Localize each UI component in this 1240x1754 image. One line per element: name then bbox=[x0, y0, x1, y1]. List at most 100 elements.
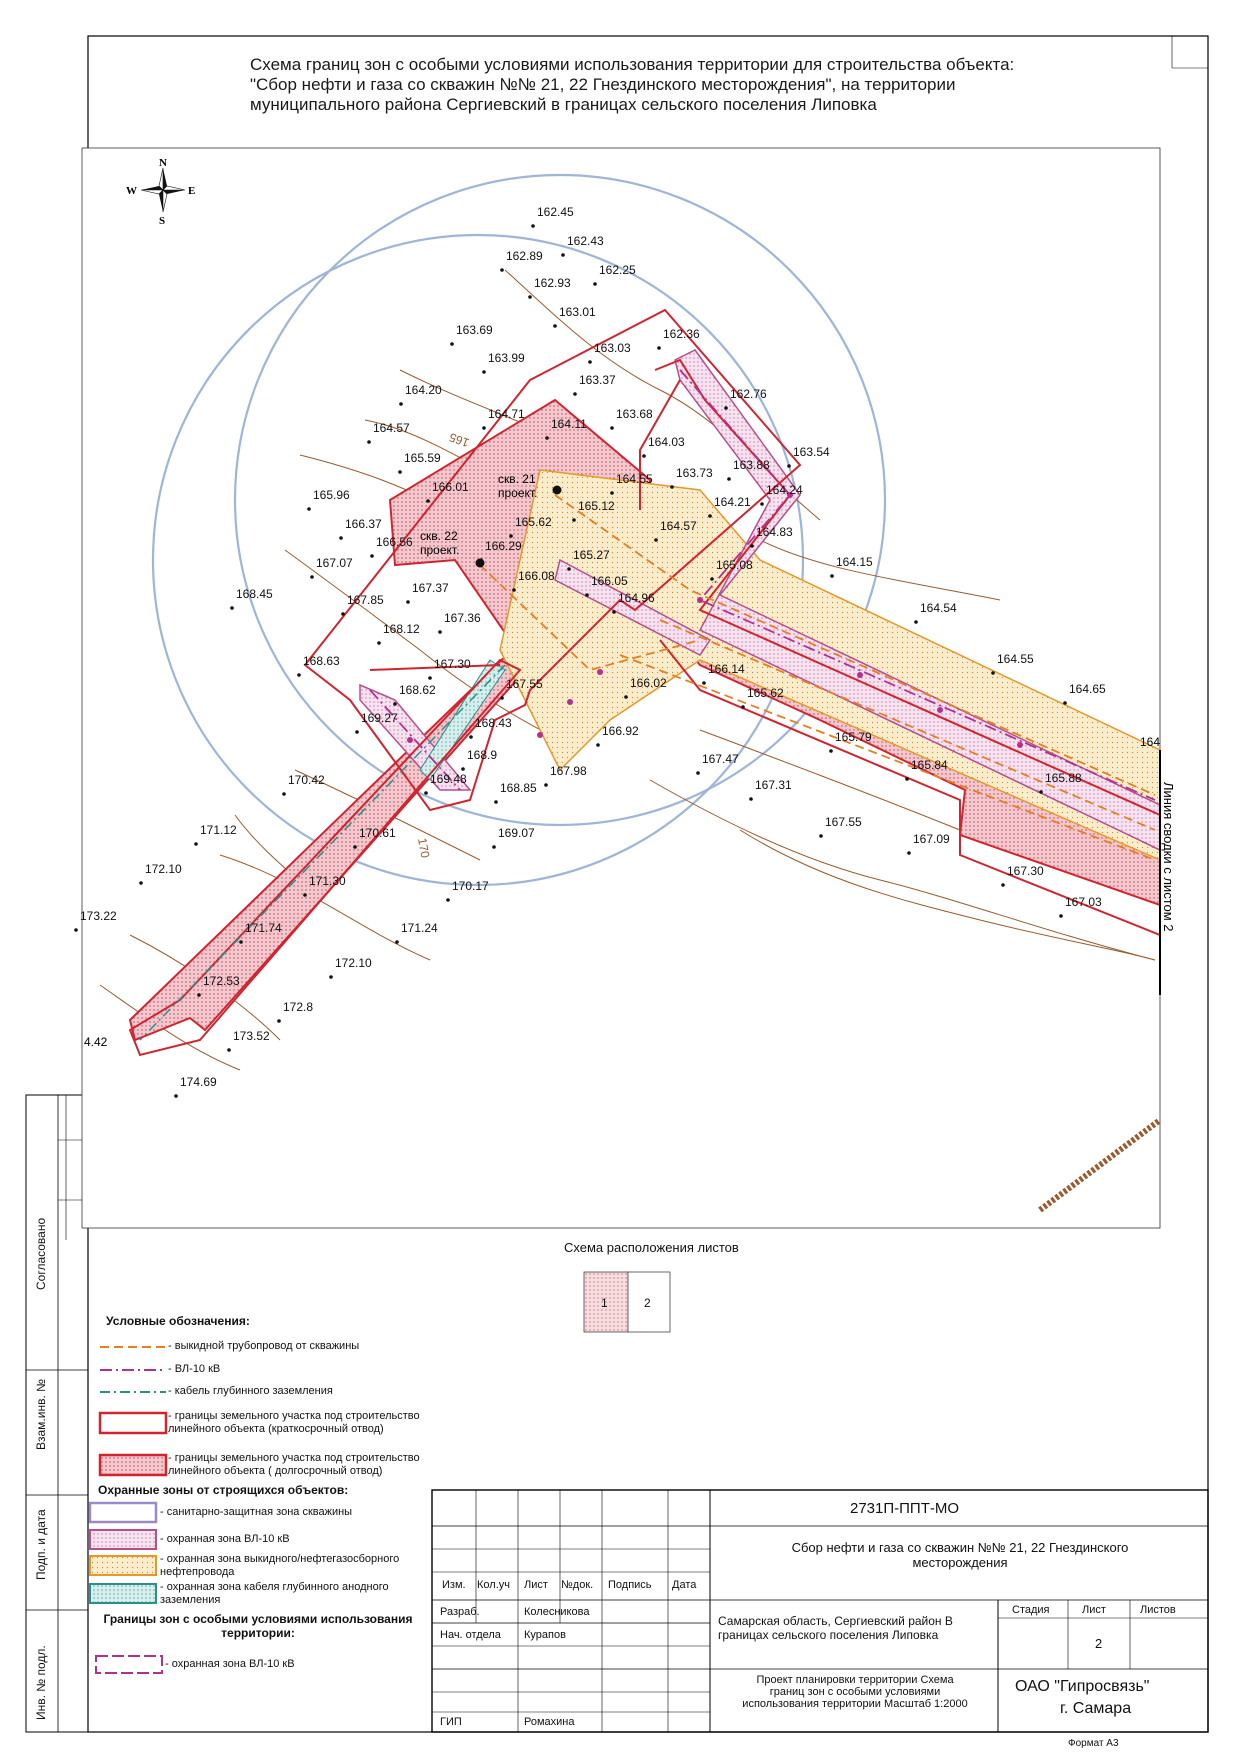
elevation-label: 168.43 bbox=[475, 716, 512, 730]
elevation-label: 163.01 bbox=[559, 305, 596, 319]
elevation-label: 167.36 bbox=[444, 611, 481, 625]
elevation-label: 167.98 bbox=[550, 764, 587, 778]
stamp-location: Самарская область, Сергиевский район В г… bbox=[718, 1614, 953, 1642]
elevation-label: 167.55 bbox=[506, 677, 543, 691]
elevation-label: 163.73 bbox=[676, 466, 713, 480]
title-line-2: "Сбор нефти и газа со скважин №№ 21, 22 … bbox=[250, 75, 956, 94]
elevation-label: 164.57 bbox=[373, 421, 410, 435]
elevation-dot bbox=[830, 574, 834, 578]
elevation-dot bbox=[482, 426, 486, 430]
elevation-dot bbox=[303, 893, 307, 897]
elevation-label: 172.10 bbox=[335, 956, 372, 970]
elevation-dot bbox=[561, 253, 565, 257]
zone-pipeline: - охранная зона выкидного/нефтегазосборн… bbox=[160, 1553, 400, 1578]
elevation-dot bbox=[341, 612, 345, 616]
elevation-label: 164.21 bbox=[714, 495, 751, 509]
vl10-lines bbox=[369, 369, 1156, 801]
elevation-dot bbox=[544, 783, 548, 787]
elevation-dot bbox=[406, 600, 410, 604]
stamp-h-sign: Подпись bbox=[608, 1579, 652, 1591]
elevation-label: 165.59 bbox=[404, 451, 441, 465]
elevation-dot bbox=[696, 771, 700, 775]
elevation-dot bbox=[512, 588, 516, 592]
stamp-name-2: Курапов bbox=[524, 1629, 566, 1641]
elevation-dot bbox=[307, 507, 311, 511]
stamp-doc-title: Проект планировки территории Схема грани… bbox=[742, 1674, 968, 1710]
legend-short-term: - границы земельного участка под строите… bbox=[168, 1410, 420, 1435]
compass-rose bbox=[140, 167, 186, 213]
elevation-label: 167.55 bbox=[825, 815, 862, 829]
elevation-dot bbox=[708, 514, 712, 518]
elevation-dot bbox=[494, 800, 498, 804]
elevation-label: 167.47 bbox=[702, 752, 739, 766]
elevation-label: 166.08 bbox=[518, 569, 555, 583]
elevation-dot bbox=[377, 641, 381, 645]
elevation-dot bbox=[370, 554, 374, 558]
elevation-dot bbox=[593, 282, 597, 286]
elevation-label: 168.85 bbox=[500, 781, 537, 795]
stamp-sheet-number: 2 bbox=[1095, 1636, 1103, 1651]
stamp-h-date: Дата bbox=[672, 1579, 697, 1591]
elevation-label: 165.62 bbox=[747, 686, 784, 700]
elevation-dot bbox=[702, 681, 706, 685]
elevation-label: 164.24 bbox=[766, 483, 803, 497]
elevation-label: 171.74 bbox=[245, 921, 282, 935]
elevation-label: 168.9 bbox=[467, 748, 497, 762]
elevation-dot bbox=[528, 295, 532, 299]
elevation-dot bbox=[642, 454, 646, 458]
elevation-label: 170.17 bbox=[452, 879, 489, 893]
elevation-dot bbox=[585, 593, 589, 597]
elevation-label: 169.27 bbox=[361, 711, 398, 725]
elevation-dot bbox=[749, 797, 753, 801]
vl10-protection-zone bbox=[359, 349, 1161, 852]
elevation-label: 169.48 bbox=[430, 772, 467, 786]
elevation-label: 164.57 bbox=[660, 519, 697, 533]
elevation-dot bbox=[329, 975, 333, 979]
edge-label-right: 164 bbox=[1140, 735, 1160, 749]
elevation-label: 166.02 bbox=[630, 676, 667, 690]
stamp-h-ndoc: №док. bbox=[561, 1579, 594, 1591]
elevation-label: 169.07 bbox=[498, 826, 535, 840]
boundary-line bbox=[1038, 1117, 1162, 1213]
stamp-stage-header: Стадия bbox=[1012, 1604, 1050, 1616]
well-22-status: проект. bbox=[420, 543, 459, 557]
elevation-dot bbox=[398, 470, 402, 474]
elevation-label: 165.08 bbox=[716, 558, 753, 572]
elevation-dot bbox=[492, 845, 496, 849]
map-title: Схема границ зон с особыми условиями исп… bbox=[250, 55, 1150, 115]
elevation-dot bbox=[624, 695, 628, 699]
legend-title: Условные обозначения: bbox=[106, 1314, 250, 1328]
sheet-1-cell: 1 bbox=[601, 1296, 608, 1310]
elevation-dot bbox=[787, 464, 791, 468]
elevation-dot bbox=[553, 324, 557, 328]
elevation-dot bbox=[509, 534, 513, 538]
elevation-dot bbox=[450, 342, 454, 346]
elevation-label: 167.30 bbox=[1007, 864, 1044, 878]
stamp-code: 2731П-ППТ-МО bbox=[850, 1500, 960, 1517]
stamp-org: ОАО "Гипросвязь" bbox=[1015, 1678, 1150, 1695]
elevation-dot bbox=[724, 406, 728, 410]
elevation-label: 167.37 bbox=[412, 581, 449, 595]
sheet-2-cell: 2 bbox=[644, 1296, 651, 1310]
elevation-dot bbox=[74, 928, 78, 932]
stamp-city: г. Самара bbox=[1060, 1700, 1132, 1717]
elevation-label: 164.55 bbox=[616, 472, 653, 486]
title-line-3: муниципального района Сергиевский в гран… bbox=[250, 95, 877, 114]
elevation-dot bbox=[596, 743, 600, 747]
vl10-poles bbox=[407, 492, 1023, 748]
elevation-dot bbox=[428, 676, 432, 680]
elevation-label: 162.25 bbox=[599, 263, 636, 277]
elevation-dot bbox=[610, 491, 614, 495]
elevation-points: 162.45162.43162.89162.25162.93163.01163.… bbox=[74, 205, 1106, 1098]
elevation-dot bbox=[426, 499, 430, 503]
contour-label-170: 170 bbox=[415, 837, 432, 859]
elevation-label: 165.79 bbox=[835, 730, 872, 744]
stamp-name-1: Колесникова bbox=[524, 1606, 590, 1618]
elevation-label: 171.24 bbox=[401, 921, 438, 935]
elevation-dot bbox=[277, 1019, 281, 1023]
elevation-dot bbox=[670, 485, 674, 489]
elevation-dot bbox=[991, 671, 995, 675]
compass-west: W bbox=[126, 185, 137, 197]
